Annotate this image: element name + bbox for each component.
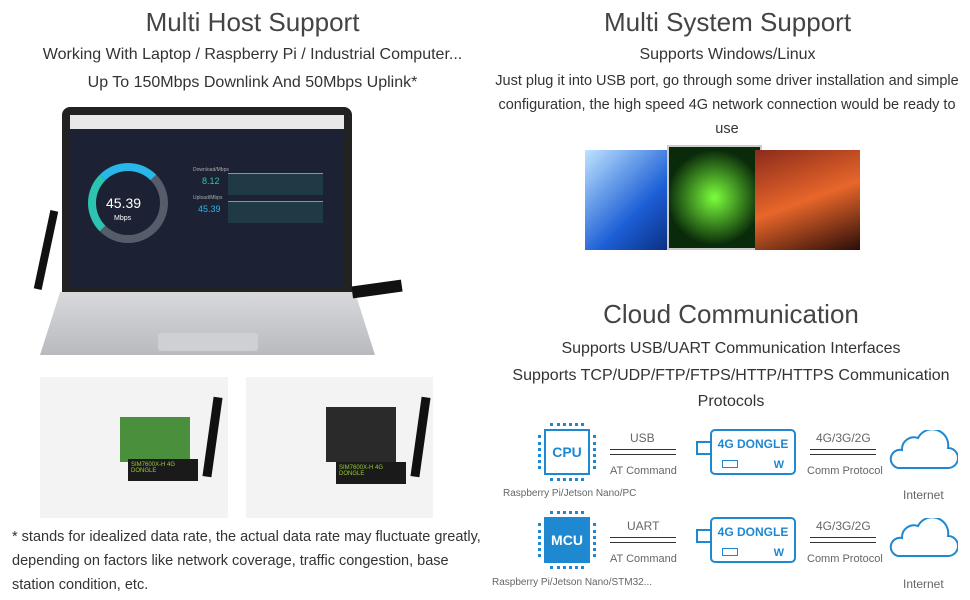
- led-icon: [722, 460, 738, 468]
- speed-unit: Mbps: [114, 215, 132, 222]
- command-label: AT Command: [610, 465, 677, 477]
- laptop-screen: 45.39 Mbps Download/Mbps 8.12 Upload/Mbp…: [70, 115, 344, 287]
- dongle-label: SIM7600X-H 4G DONGLE: [336, 462, 406, 484]
- cloud-line-1: Supports USB/UART Communication Interfac…: [561, 340, 901, 357]
- host-label: Raspberry Pi/Jetson Nano/PC: [503, 488, 637, 499]
- bidirectional-arrow-icon: [610, 449, 676, 455]
- dongle-box: 4G DONGLE W: [696, 517, 796, 563]
- cloud-line-2: Supports TCP/UDP/FTP/FTPS/HTTP/HTTPS Com…: [512, 367, 950, 384]
- dongle-antenna: [33, 210, 59, 290]
- upload-label: Upload/Mbps: [193, 195, 223, 201]
- led-icon: [722, 548, 738, 556]
- multi-host-subtitle-1: Working With Laptop / Raspberry Pi / Ind…: [42, 46, 463, 63]
- cloud-icon: [889, 518, 958, 557]
- mcu-chip-icon: MCU: [538, 511, 596, 569]
- bidirectional-arrow-icon: [610, 537, 676, 543]
- cpu-chip-icon: CPU: [538, 423, 596, 481]
- interface-label: UART: [627, 519, 660, 533]
- interface-label: USB: [630, 431, 655, 445]
- waveshare-logo-icon: W: [773, 547, 784, 559]
- upload-value: 45.39: [198, 204, 221, 214]
- os-screens-image: [585, 145, 860, 255]
- laptop-image: 45.39 Mbps Download/Mbps 8.12 Upload/Mbp…: [33, 105, 403, 363]
- protocol-label: Comm Protocol: [807, 465, 883, 477]
- dongle-box: 4G DONGLE W: [696, 429, 796, 475]
- multi-host-subtitle-2: Up To 150Mbps Downlink And 50Mbps Uplink…: [87, 74, 418, 91]
- download-value: 8.12: [202, 176, 220, 186]
- speed-value: 45.39: [106, 195, 142, 211]
- multi-system-paragraph: Just plug it into USB port, go through s…: [495, 73, 959, 137]
- protocol-label: Comm Protocol: [807, 553, 883, 565]
- download-label: Download/Mbps: [193, 167, 229, 173]
- multi-system-title: Multi System Support: [603, 7, 852, 37]
- dongle-label: 4G DONGLE: [717, 437, 789, 451]
- waveshare-logo-icon: W: [773, 459, 784, 471]
- internet-label: Internet: [903, 488, 944, 502]
- dongle-label: SIM7600X-H 4G DONGLE: [128, 459, 198, 481]
- cloud-communication-title: Cloud Communication: [603, 299, 859, 329]
- footnote: * stands for idealized data rate, the ac…: [12, 529, 481, 593]
- cloud-line-3: Protocols: [697, 393, 765, 410]
- dongle-label: 4G DONGLE: [717, 525, 789, 539]
- host-label: Raspberry Pi/Jetson Nano/STM32...: [492, 577, 653, 588]
- internet-label: Internet: [903, 577, 944, 591]
- bidirectional-arrow-icon: [810, 449, 876, 455]
- raspberry-pi-photo: SIM7600X-H 4G DONGLE: [40, 377, 228, 518]
- bidirectional-arrow-icon: [810, 537, 876, 543]
- jetson-nano-photo: SIM7600X-H 4G DONGLE: [246, 377, 433, 518]
- multi-system-subtitle: Supports Windows/Linux: [639, 46, 816, 63]
- multi-host-title: Multi Host Support: [145, 7, 360, 37]
- cloud-icon: [889, 430, 958, 469]
- command-label: AT Command: [610, 553, 677, 565]
- network-label: 4G/3G/2G: [816, 431, 871, 445]
- network-label: 4G/3G/2G: [816, 519, 871, 533]
